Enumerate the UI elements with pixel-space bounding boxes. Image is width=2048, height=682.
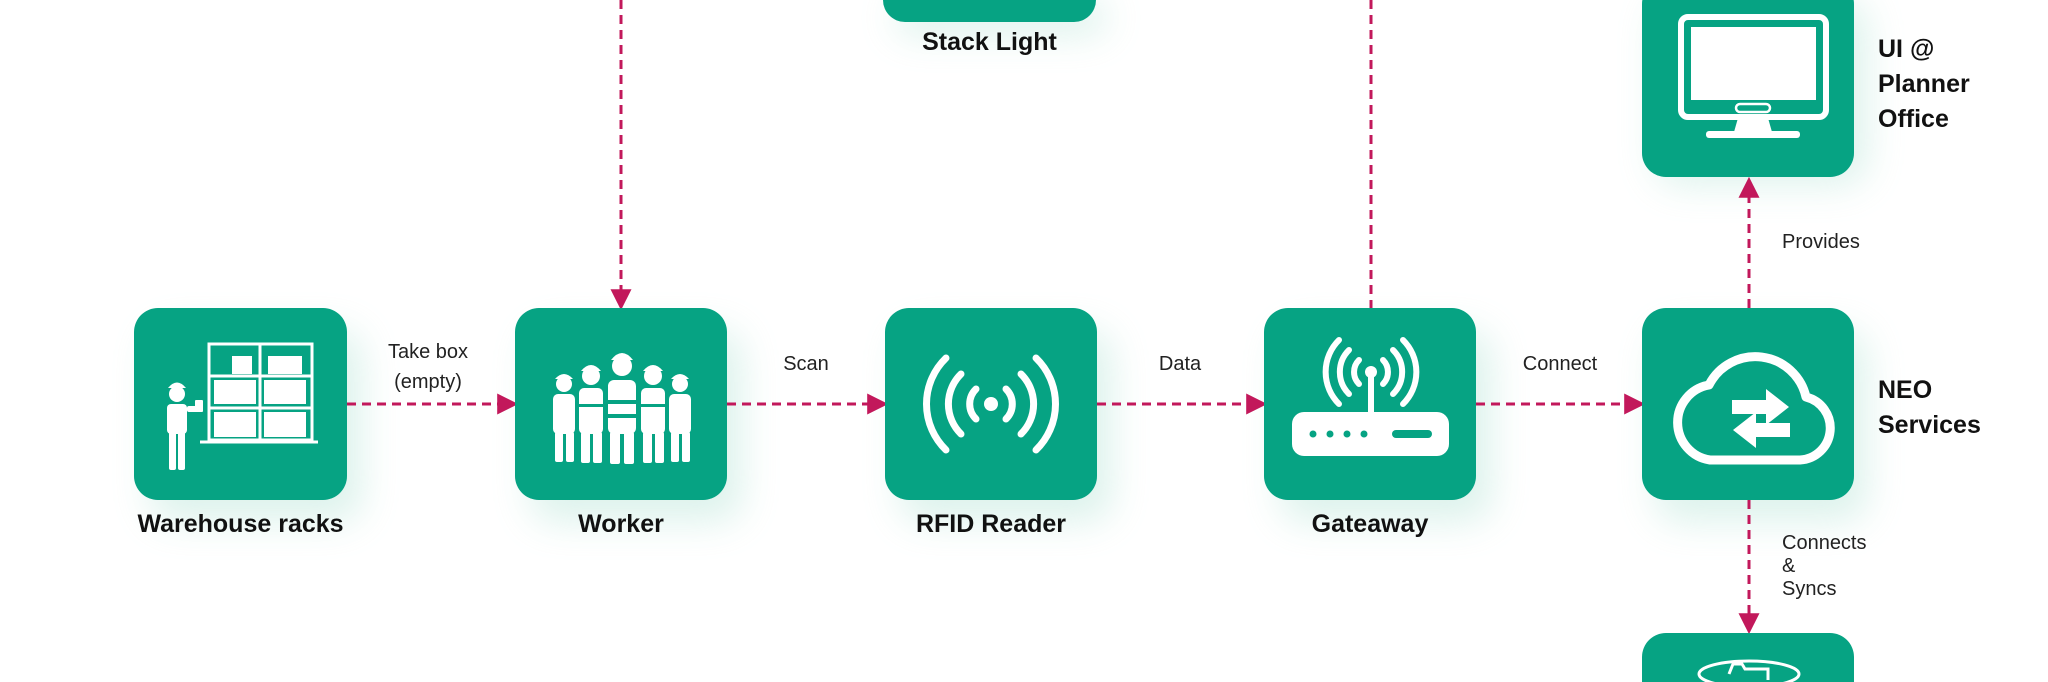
node-label-gateway: Gateaway xyxy=(1311,510,1429,538)
cloud-sync-icon xyxy=(1673,352,1835,465)
worker-group-icon xyxy=(553,353,691,464)
edge-label-connects-syncs: Connects & Syncs xyxy=(1782,532,1867,601)
tile-bottom-node xyxy=(1642,633,1854,682)
edge-label-scan: Scan xyxy=(783,353,829,375)
worker-with-shelving-icon xyxy=(167,342,318,470)
edge-label-take-box: Take box (empty) xyxy=(368,337,488,397)
tile-stack-light xyxy=(883,0,1096,22)
connects-syncs-line-1: Connects xyxy=(1782,532,1867,554)
connects-syncs-line-2: & xyxy=(1782,555,1796,577)
ui-planner-line-3: Office xyxy=(1878,105,1949,133)
router-icon xyxy=(1292,337,1449,456)
monitor-icon xyxy=(1678,14,1829,138)
node-label-stack-light: Stack Light xyxy=(922,28,1057,56)
take-box-line-2: (empty) xyxy=(394,371,462,393)
node-label-ui-planner-office: UI @ Planner Office xyxy=(1878,32,1970,137)
node-label-rfid-reader: RFID Reader xyxy=(915,510,1067,538)
take-box-line-1: Take box xyxy=(387,341,469,363)
rfid-waves-icon xyxy=(923,354,1059,454)
connects-syncs-line-3: Syncs xyxy=(1782,578,1837,600)
database-icon xyxy=(1697,659,1801,682)
ui-planner-line-1: UI @ xyxy=(1878,35,1935,63)
neo-services-line-2: Services xyxy=(1878,411,1981,439)
node-label-neo-services: NEO Services xyxy=(1878,373,1981,443)
edge-label-data: Data xyxy=(1158,353,1202,375)
edge-label-provides: Provides xyxy=(1782,231,1860,253)
node-label-warehouse-racks: Warehouse racks xyxy=(137,510,344,538)
ui-planner-line-2: Planner xyxy=(1878,70,1970,98)
node-label-worker: Worker xyxy=(578,510,664,538)
edge-label-connect: Connect xyxy=(1522,353,1598,375)
neo-services-line-1: NEO xyxy=(1878,376,1933,404)
connectors xyxy=(347,0,1760,635)
